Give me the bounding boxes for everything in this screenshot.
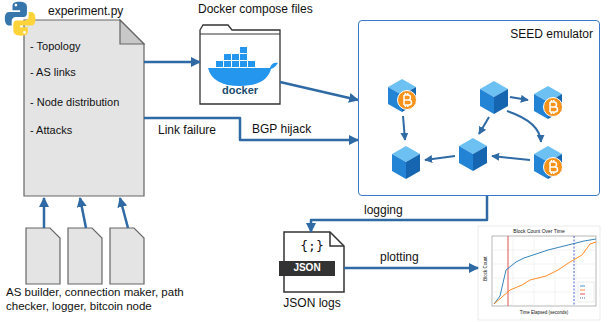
node-text: - Topology — [30, 40, 81, 53]
docker-whale — [208, 47, 278, 86]
node-text: SEED emulator — [489, 27, 593, 41]
router-cube — [480, 81, 508, 114]
node-text: {;} — [294, 238, 330, 254]
bitcoin-badge — [398, 91, 417, 110]
flow-arrow — [43, 198, 46, 228]
flow-arrow — [144, 118, 358, 140]
node-text: JSON logs — [276, 296, 348, 310]
helper-documents — [26, 228, 144, 284]
node-text: AS builder, connection maker, path check… — [6, 286, 218, 314]
json-log-file: {;} JSON JSON logs — [276, 232, 348, 312]
series-orange — [494, 242, 596, 304]
edge-label: plotting — [378, 250, 421, 264]
document-fold — [120, 20, 144, 44]
chart-thumbnail — [478, 226, 600, 320]
grid-lines — [492, 236, 596, 306]
bitcoin-node-cube — [388, 79, 416, 112]
bitcoin-badge — [544, 98, 563, 117]
series-blue — [494, 239, 596, 304]
flow-arrow — [120, 198, 128, 228]
folder-outline — [200, 25, 280, 104]
flow-arrow — [144, 61, 200, 64]
plot-frame — [492, 236, 596, 306]
emulator-box: SEED emulator — [358, 20, 600, 196]
node-text: - Attacks — [30, 124, 72, 137]
bitcoin-node-cube — [534, 86, 562, 119]
json-band — [279, 261, 335, 276]
python-logo — [5, 2, 36, 36]
node-text: Docker compose files — [198, 2, 313, 16]
bitcoin-badge — [544, 158, 563, 177]
node-text: Time Elapsed (seconds) — [492, 310, 596, 315]
node-text: JSON — [279, 262, 335, 274]
annotation-label: Link failure — [156, 123, 218, 137]
edge-label: BGP hijack — [250, 122, 313, 136]
script-document: experiment.py - Topology - AS links - Node … — [22, 4, 144, 198]
script-document-shape — [24, 20, 144, 196]
document-outline — [24, 20, 144, 196]
docker-folder: Docker compose files docker — [196, 2, 342, 106]
python-logo-yellow — [13, 12, 35, 36]
flow-arrow — [344, 267, 478, 270]
docker-folder-shape — [200, 25, 280, 104]
marker-line-red — [508, 236, 509, 306]
router-cube — [459, 138, 487, 171]
helper-modules: AS builder, connection maker, path check… — [4, 226, 218, 320]
node-text: - AS links — [30, 66, 76, 79]
block-count-chart: Block Count Over TimeBlock CountTime Ela… — [478, 226, 600, 320]
python-logo-eye — [23, 31, 26, 34]
node-text: Block Count — [483, 249, 488, 289]
json-file-icon — [279, 232, 344, 292]
node-text: docker — [206, 84, 274, 97]
marker-line-blue — [574, 236, 575, 306]
flow-arrow — [280, 82, 358, 100]
router-cube — [392, 146, 420, 179]
folder-tab-line — [200, 34, 280, 35]
bitcoin-node-cube — [534, 146, 562, 179]
flow-arrow — [80, 198, 86, 228]
python-logo-eye — [15, 4, 18, 7]
node-text: experiment.py — [48, 4, 123, 18]
flow-arrow — [311, 196, 487, 232]
node-text: - Node distribution — [30, 96, 119, 109]
edge-label: logging — [362, 203, 405, 217]
node-text: Block Count Over Time — [478, 228, 600, 234]
chart-ground — [478, 226, 600, 320]
file-fold — [330, 232, 344, 246]
emulator-network — [388, 79, 563, 179]
chart-legend-box — [578, 282, 594, 302]
